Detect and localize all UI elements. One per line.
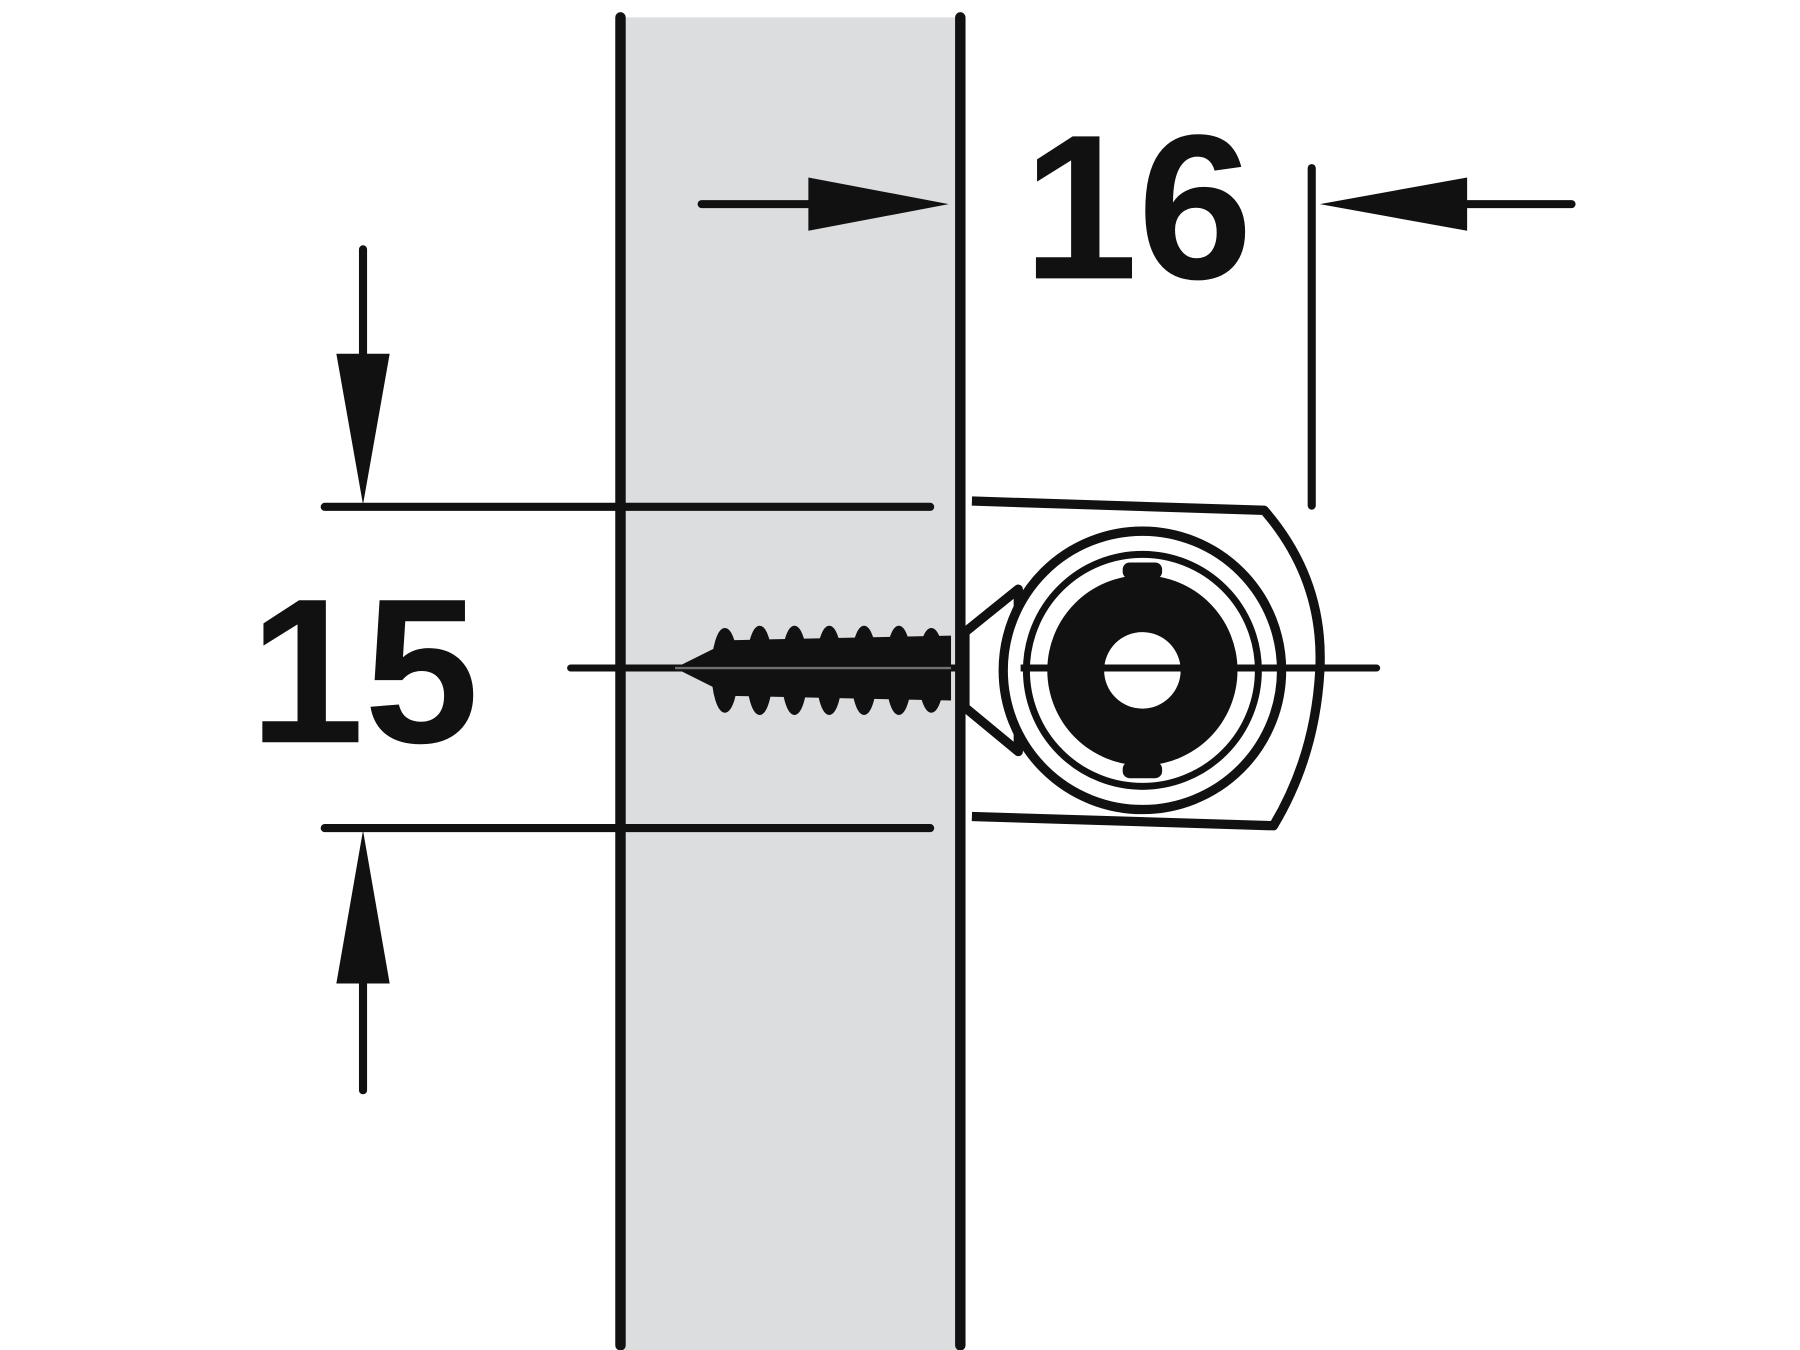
dimension-label-16: 16 bbox=[1023, 91, 1253, 322]
dimension-16 bbox=[697, 164, 1576, 510]
dimension-15 bbox=[320, 245, 935, 1095]
screw bbox=[675, 625, 952, 716]
connector-housing bbox=[960, 496, 1377, 831]
dimension-label-15: 15 bbox=[249, 555, 479, 786]
